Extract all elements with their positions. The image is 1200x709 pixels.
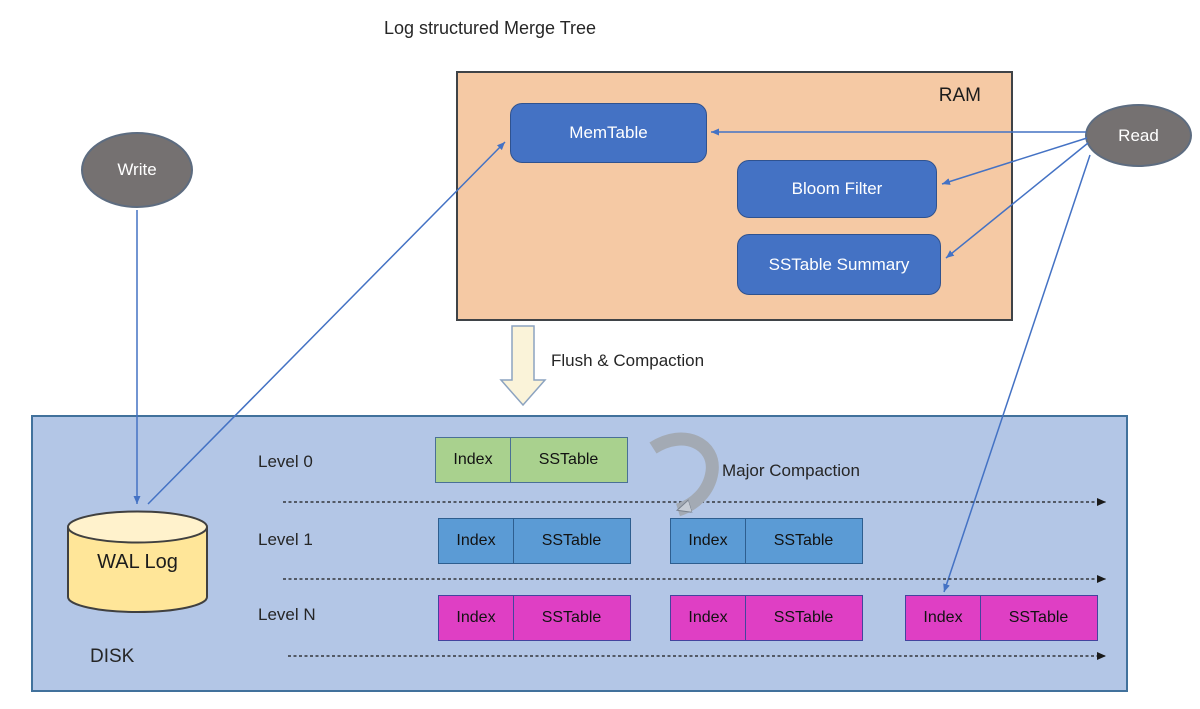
level-n-table-0: Index SSTable: [438, 595, 631, 641]
level-0-table-0: Index SSTable: [435, 437, 628, 483]
page-title: Log structured Merge Tree: [383, 18, 597, 38]
level-n-table-2: Index SSTable: [905, 595, 1098, 641]
index-cell: Index: [438, 595, 514, 641]
wal-log-label: WAL Log: [97, 551, 178, 573]
level-1-table-1: Index SSTable: [670, 518, 863, 564]
sstable-cell: SSTable: [509, 437, 628, 483]
read-label: Read: [1118, 125, 1159, 145]
sstable-cell: SSTable: [512, 518, 631, 564]
level-1-label: Level 1: [258, 530, 313, 549]
index-cell: Index: [438, 518, 514, 564]
sstable-cell: SSTable: [512, 595, 631, 641]
major-compaction-label: Major Compaction: [722, 461, 860, 480]
sstable-summary-label: SSTable Summary: [768, 254, 910, 274]
bloom-filter-label: Bloom Filter: [791, 179, 883, 198]
flush-down-arrow: [499, 325, 547, 407]
write-label: Write: [117, 160, 157, 179]
ram-label: RAM: [938, 85, 981, 106]
memtable-label: MemTable: [569, 123, 648, 142]
read-ellipse: Read: [1085, 104, 1192, 167]
sstable-cell: SSTable: [979, 595, 1098, 641]
index-cell: Index: [435, 437, 511, 483]
index-cell: Index: [670, 595, 746, 641]
level-0-label: Level 0: [258, 452, 313, 471]
disk-label: DISK: [90, 646, 135, 667]
sstable-cell: SSTable: [744, 518, 863, 564]
flush-compaction-label: Flush & Compaction: [551, 351, 705, 370]
sstable-cell: SSTable: [744, 595, 863, 641]
bloom-filter-box: Bloom Filter: [737, 160, 937, 218]
level-n-table-1: Index SSTable: [670, 595, 863, 641]
sstable-summary-box: SSTable Summary: [737, 234, 941, 295]
memtable-box: MemTable: [510, 103, 707, 163]
write-ellipse: Write: [81, 132, 193, 208]
level-1-table-0: Index SSTable: [438, 518, 631, 564]
index-cell: Index: [905, 595, 981, 641]
index-cell: Index: [670, 518, 746, 564]
level-n-label: Level N: [258, 605, 316, 624]
